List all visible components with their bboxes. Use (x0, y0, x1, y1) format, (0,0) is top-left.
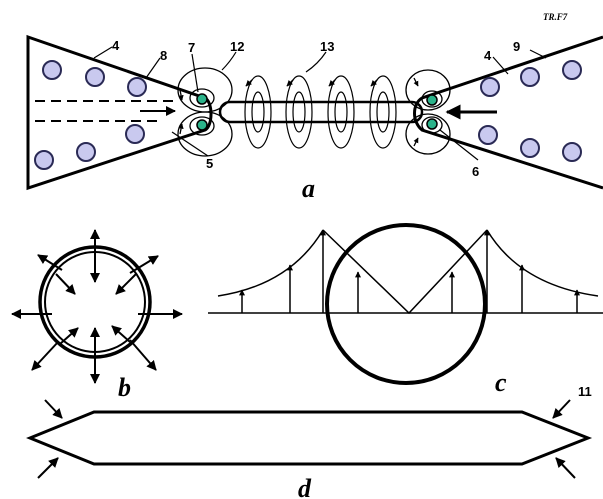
particle (127, 77, 147, 97)
leader-5 (171, 131, 209, 157)
leader-lines (93, 46, 547, 161)
field-loop (251, 91, 265, 133)
arrow-compress-ll (37, 457, 59, 479)
leader-9 (529, 49, 547, 59)
panel-a: 4 8 7 12 13 4 9 5 6 TR.F7 a (26, 12, 603, 203)
bubble-circle (325, 223, 487, 385)
label-4-right: 4 (484, 48, 492, 63)
field-loop (376, 91, 390, 133)
nucleus-left-upper (196, 93, 208, 105)
leader-13 (305, 51, 327, 73)
label-7: 7 (188, 40, 195, 55)
field-arrow (328, 79, 336, 87)
panel-label-b: b (118, 373, 131, 402)
vortex-arrow (178, 89, 184, 101)
vortex-loop (421, 116, 443, 134)
compression-arrows (37, 399, 576, 479)
field-loop (244, 75, 272, 149)
leader-12 (221, 51, 237, 71)
label-13: 13 (320, 39, 334, 54)
elongated-capsule (26, 410, 593, 466)
field-arrow (245, 79, 253, 87)
label-12: 12 (230, 39, 244, 54)
arrow-out-ur (129, 255, 159, 274)
vortex-loop (421, 90, 443, 108)
arrow-compress-ul (44, 399, 63, 419)
field-loop (292, 91, 306, 133)
field-arrow (286, 79, 294, 87)
arrow-compress-ur (552, 399, 571, 419)
leader-7 (191, 53, 199, 93)
vortex-loop (177, 111, 233, 157)
label-4-left: 4 (112, 38, 120, 53)
left-cone-body (26, 34, 213, 191)
central-channel (218, 100, 424, 124)
particles-left (34, 60, 147, 170)
field-vectors (239, 229, 580, 313)
particles-right (478, 60, 582, 162)
label-5: 5 (206, 156, 213, 171)
particle (85, 67, 105, 87)
field-loops (244, 75, 397, 149)
label-11: 11 (578, 384, 592, 399)
field-loop (285, 75, 313, 149)
arrow-in-lr (111, 325, 131, 343)
nucleus-right-upper (426, 94, 438, 106)
vortex-loop (405, 69, 451, 111)
vortex-arrow (178, 123, 184, 135)
vortex-arrow (413, 77, 419, 87)
figure-code: TR.F7 (543, 12, 568, 22)
panel-label-c: c (495, 368, 507, 397)
particle (480, 77, 500, 97)
arrow-in-ll (59, 327, 79, 345)
arrow-compress-lr (555, 457, 576, 479)
particle (34, 150, 54, 170)
field-loop-arrows (245, 79, 378, 87)
field-loop (369, 75, 397, 149)
particle (478, 125, 498, 145)
particle (562, 60, 582, 80)
vortex-arrow (413, 137, 419, 147)
potential-curve-right (486, 229, 599, 297)
vortex-loop (189, 116, 215, 136)
nucleus-right-lower (426, 118, 438, 130)
vortex-loop (189, 88, 215, 108)
particle (520, 138, 540, 158)
right-vortex (405, 69, 451, 155)
particle (76, 142, 96, 162)
potential-curve-left (217, 229, 324, 297)
arrow-out-ul (37, 254, 63, 271)
panel-label-a: a (302, 174, 315, 203)
panel-b: b (11, 229, 183, 402)
panel-d: 11 d (26, 384, 593, 499)
arrow-out-ll (31, 341, 59, 371)
particle (520, 67, 540, 87)
nucleus-left-lower (196, 119, 208, 131)
arrow-in-ur (115, 273, 137, 295)
panel-c: c (208, 223, 603, 397)
leader-8 (145, 57, 161, 79)
arrow-in-ul (55, 273, 76, 295)
leader-4-right (492, 56, 509, 75)
particle (125, 124, 145, 144)
right-cone-body (413, 35, 603, 190)
left-vortex (177, 67, 233, 157)
label-6: 6 (472, 164, 479, 179)
field-loop (327, 75, 355, 149)
particle (562, 142, 582, 162)
leader-4-left (93, 46, 113, 59)
particle (42, 60, 62, 80)
vortex-loop (405, 113, 451, 155)
label-9: 9 (513, 39, 520, 54)
label-8: 8 (160, 48, 167, 63)
field-loop (334, 91, 348, 133)
arrow-out-lr (129, 339, 157, 371)
field-arrow (370, 79, 378, 87)
pressure-arrows (11, 229, 183, 384)
leader-6 (439, 129, 479, 161)
v-profile (322, 229, 488, 315)
panel-label-d: d (298, 474, 312, 499)
